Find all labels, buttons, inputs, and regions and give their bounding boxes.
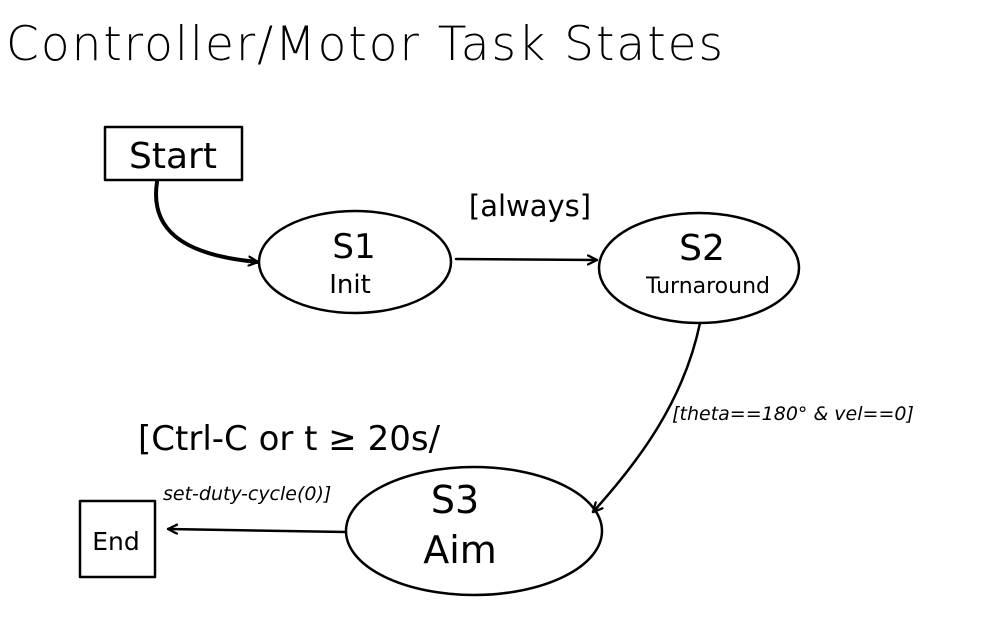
end-node: End: [78, 499, 157, 579]
end-label: End: [92, 527, 140, 556]
state-s3-id: S3: [431, 478, 479, 522]
start-label: Start: [129, 136, 217, 177]
s3-to-end-condition: [Ctrl-C or t ≥ 20s/: [138, 419, 441, 459]
state-s1-ellipse: [257, 209, 453, 315]
s1-to-s2-condition: [always]: [469, 189, 591, 223]
state-s2: S2 Turnaround: [597, 211, 801, 325]
s3-to-end-action: set-duty-cycle(0)]: [163, 483, 331, 505]
state-s2-id: S2: [679, 228, 725, 269]
start-to-s1-arrow: [154, 180, 260, 262]
s1-to-s2-arrow: [454, 259, 599, 260]
start-node: Start: [103, 125, 244, 182]
end-box: [78, 499, 157, 579]
s3-to-end-arrow: [166, 529, 348, 532]
state-s3: S3 Aim: [344, 465, 604, 597]
state-s3-name: Aim: [423, 528, 497, 572]
s2-to-s3-arrow: [591, 321, 702, 514]
state-s1: S1 Init: [257, 209, 453, 315]
state-s1-id: S1: [332, 227, 375, 267]
diagram-title: Controller/Motor Task States: [6, 17, 725, 72]
state-s2-name: Turnaround: [645, 274, 770, 299]
state-s1-name: Init: [329, 270, 371, 300]
s2-to-s3-condition: [theta==180° & vel==0]: [672, 403, 914, 425]
start-box: [103, 125, 244, 182]
